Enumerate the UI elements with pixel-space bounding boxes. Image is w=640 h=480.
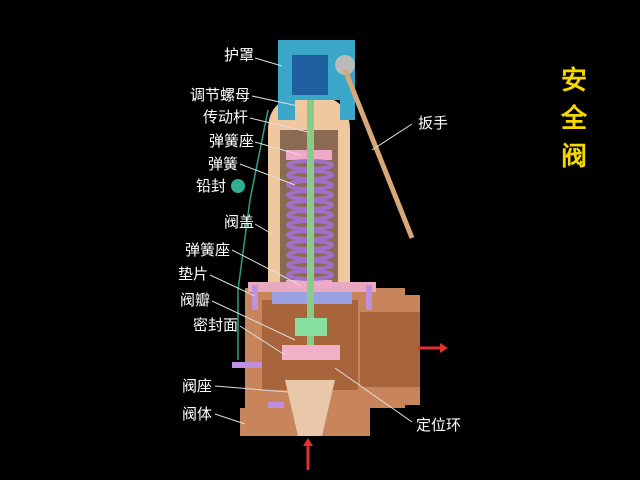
label-positioning-ring: 定位环 — [416, 416, 462, 434]
leader-lines — [209, 57, 413, 425]
label-adjusting-nut: 调节螺母 — [189, 86, 250, 104]
label-seat: 阀座 — [181, 377, 212, 395]
lead-seal — [231, 179, 245, 193]
label-sealing-surface: 密封面 — [192, 316, 238, 334]
label-lower-spring-seat: 弹簧座 — [184, 241, 230, 259]
title-char-2: 全 — [560, 104, 587, 134]
label-drive-rod: 传动杆 — [202, 108, 248, 126]
title-char-3: 阀 — [560, 142, 587, 172]
label-disc: 阀瓣 — [179, 291, 210, 309]
lever — [342, 69, 415, 239]
label-bonnet: 阀盖 — [223, 213, 254, 231]
disc-holder — [295, 318, 327, 336]
label-spring: 弹簧 — [207, 155, 238, 173]
drive-rod — [307, 55, 314, 345]
outlet-flow-arrow — [418, 343, 448, 353]
disc — [282, 345, 340, 360]
label-lever: 扳手 — [418, 114, 449, 132]
label-upper-spring-seat: 弹簧座 — [208, 132, 254, 150]
inlet-flow-arrow — [303, 438, 313, 470]
valve-body — [240, 288, 420, 436]
label-body: 阀体 — [181, 405, 212, 423]
label-lead-seal: 铅封 — [195, 177, 226, 195]
title-char-1: 安 — [560, 66, 587, 96]
label-gasket: 垫片 — [177, 265, 208, 283]
lever-pivot — [335, 55, 355, 75]
label-hood: 护罩 — [223, 46, 254, 64]
